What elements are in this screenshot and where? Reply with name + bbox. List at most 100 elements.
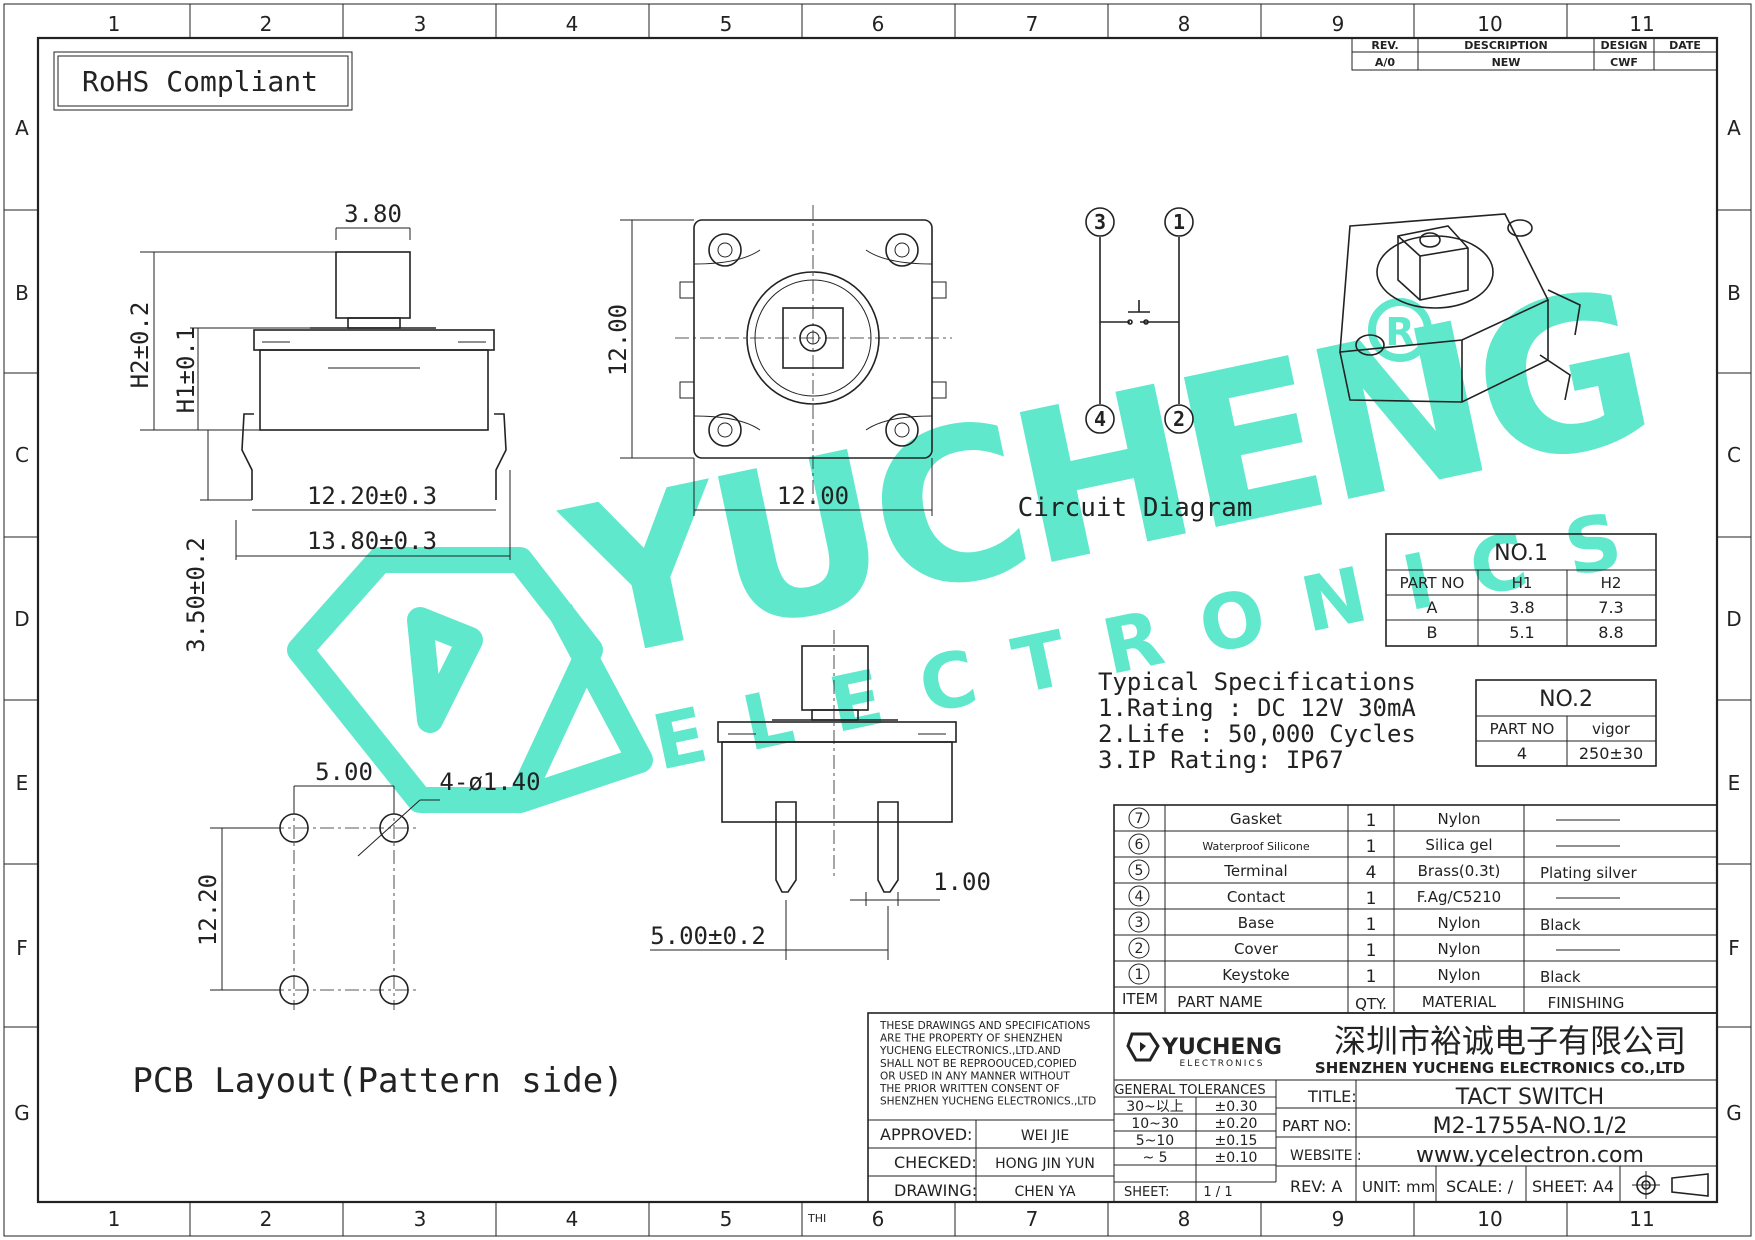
rev-value: REV: A <box>1290 1177 1342 1196</box>
row-label: D <box>14 607 29 631</box>
table-no1-cell: 3.8 <box>1509 598 1534 617</box>
bom-material: Nylon <box>1438 914 1481 932</box>
drawing-value: CHEN YA <box>1014 1184 1076 1200</box>
tolerance-title: GENERAL TOLERANCES <box>1114 1083 1265 1098</box>
bom-header-finishing: FINISHING <box>1548 994 1625 1012</box>
bom-item: 6 <box>1135 837 1144 853</box>
bom-part-name: Cover <box>1234 940 1279 958</box>
column-label: 8 <box>1178 12 1191 36</box>
unit-value: UNIT: mm <box>1362 1178 1435 1196</box>
table-no1-cell: 5.1 <box>1509 623 1534 642</box>
column-label: 2 <box>260 12 273 36</box>
table-no1-cell: A <box>1427 598 1438 617</box>
bom-part-name: Gasket <box>1230 810 1282 828</box>
bom-item-marker <box>1128 833 1150 855</box>
rohs-label: RoHS Compliant <box>82 65 318 98</box>
dim-h1: H1±0.1 <box>172 327 200 414</box>
pin-2-marker <box>1164 404 1194 434</box>
checked-value: HONG JIN YUN <box>995 1156 1095 1172</box>
table-no2-header: PART NO <box>1490 720 1555 738</box>
table-no1-cell: 8.8 <box>1598 623 1623 642</box>
projection-symbol-icon <box>1632 1171 1709 1199</box>
row-label: C <box>1727 443 1741 467</box>
sheet-label: SHEET: <box>1124 1185 1169 1200</box>
bom-finishing: Plating silver <box>1540 864 1638 882</box>
table-no2-header: vigor <box>1592 720 1631 738</box>
column-label: 3 <box>414 1207 427 1231</box>
spec-line: 3.IP Rating: IP67 <box>1098 746 1344 774</box>
company-logo-text: YUCHENG <box>1161 1035 1282 1060</box>
column-label: 11 <box>1629 12 1654 36</box>
table-no2-cell: 4 <box>1517 744 1527 763</box>
row-label: B <box>1727 281 1741 305</box>
circuit-diagram: 3 1 4 2 Circuit Diagram <box>1018 207 1252 523</box>
dim-inner-width: 12.20±0.3 <box>307 482 437 510</box>
bom-part-name: Terminal <box>1223 862 1287 880</box>
notice-line: THE PRIOR WRITTEN CONSENT OF <box>879 1083 1060 1095</box>
bom-qty: 1 <box>1366 941 1377 961</box>
pin-3-label: 3 <box>1094 210 1106 234</box>
front-view: 1.00 5.00±0.2 <box>650 630 991 960</box>
column-label: 7 <box>1026 1207 1039 1231</box>
table-no1-title: NO.1 <box>1494 541 1548 566</box>
rev-header-desc: DESCRIPTION <box>1464 39 1547 52</box>
bom-item-marker <box>1128 885 1150 907</box>
bom-part-name: Contact <box>1227 888 1285 906</box>
bom-finishing: Black <box>1540 968 1581 986</box>
approved-label: APPROVED: <box>880 1125 972 1144</box>
column-label: 7 <box>1026 12 1039 36</box>
bom-part-name: Base <box>1238 914 1275 932</box>
dim-pcb-holes: 4-ø1.40 <box>439 768 540 796</box>
bom-item: 7 <box>1135 811 1144 827</box>
pcb-layout-label: PCB Layout(Pattern side) <box>132 1061 623 1101</box>
row-label: F <box>16 936 28 960</box>
iso-view <box>1339 213 1581 403</box>
table-no1: NO.1 PART NO H1 H2 A 3.8 7.3 B 5.1 8.8 <box>1385 533 1657 647</box>
notice-line: OR USED IN ANY MANNER WITHOUT <box>880 1070 1070 1082</box>
bom-material: F.Ag/C5210 <box>1417 888 1501 906</box>
side-view: 3.80 H2±0.2 H1±0.1 12.20±0.3 13.80±0.3 3… <box>126 200 511 653</box>
bom-item: 2 <box>1135 941 1144 957</box>
tolerance-value: ±0.10 <box>1215 1150 1258 1166</box>
row-label: E <box>16 771 29 795</box>
bom-item: 5 <box>1135 863 1144 879</box>
table-no2-cell: 250±30 <box>1579 744 1643 763</box>
company-name-cn: 深圳市裕诚电子有限公司 <box>1334 1022 1686 1060</box>
bom-material: Silica gel <box>1425 836 1492 854</box>
column-label: 10 <box>1477 12 1502 36</box>
row-label: D <box>1726 607 1741 631</box>
bom-item-marker <box>1128 859 1150 881</box>
company-logo-icon <box>1126 1032 1160 1062</box>
revision-block: REV. DESCRIPTION DESIGN DATE A/0 NEW CWF <box>1351 37 1718 71</box>
tolerance-value: ±0.15 <box>1215 1133 1258 1149</box>
title-label: TITLE: <box>1307 1087 1357 1106</box>
pin-2-label: 2 <box>1173 407 1185 431</box>
bom-header-item: ITEM <box>1122 990 1158 1008</box>
partno-label: PART NO: <box>1282 1117 1351 1135</box>
column-label: 4 <box>566 1207 579 1231</box>
checked-label: CHECKED: <box>894 1153 977 1172</box>
row-label: C <box>15 443 29 467</box>
rev-value-desc: NEW <box>1492 56 1521 69</box>
table-no1-cell: B <box>1427 623 1438 642</box>
company-logo-sub: ELECTRONICS <box>1180 1059 1265 1069</box>
bom-qty: 1 <box>1366 915 1377 935</box>
company-name-en: SHENZHEN YUCHENG ELECTRONICS CO.,LTD <box>1315 1059 1685 1077</box>
column-label: 5 <box>720 12 733 36</box>
table-no1-header: H2 <box>1601 574 1622 592</box>
scale-value: SCALE: / <box>1446 1177 1514 1196</box>
column-label: 5 <box>720 1207 733 1231</box>
website-label: WEBSITE : <box>1290 1148 1362 1164</box>
rev-value-rev: A/0 <box>1375 56 1396 69</box>
spec-line: 1.Rating : DC 12V 30mA <box>1098 694 1416 722</box>
dim-pin-span: 5.00±0.2 <box>650 922 766 950</box>
column-label: 9 <box>1332 12 1345 36</box>
table-no1-header: PART NO <box>1400 574 1465 592</box>
rev-header-design: DESIGN <box>1601 39 1648 52</box>
table-no1-header: H1 <box>1512 574 1533 592</box>
bom-item: 4 <box>1135 889 1144 905</box>
table-no2: NO.2 PART NO vigor 4 250±30 <box>1475 679 1657 767</box>
title-value: TACT SWITCH <box>1455 1085 1604 1110</box>
